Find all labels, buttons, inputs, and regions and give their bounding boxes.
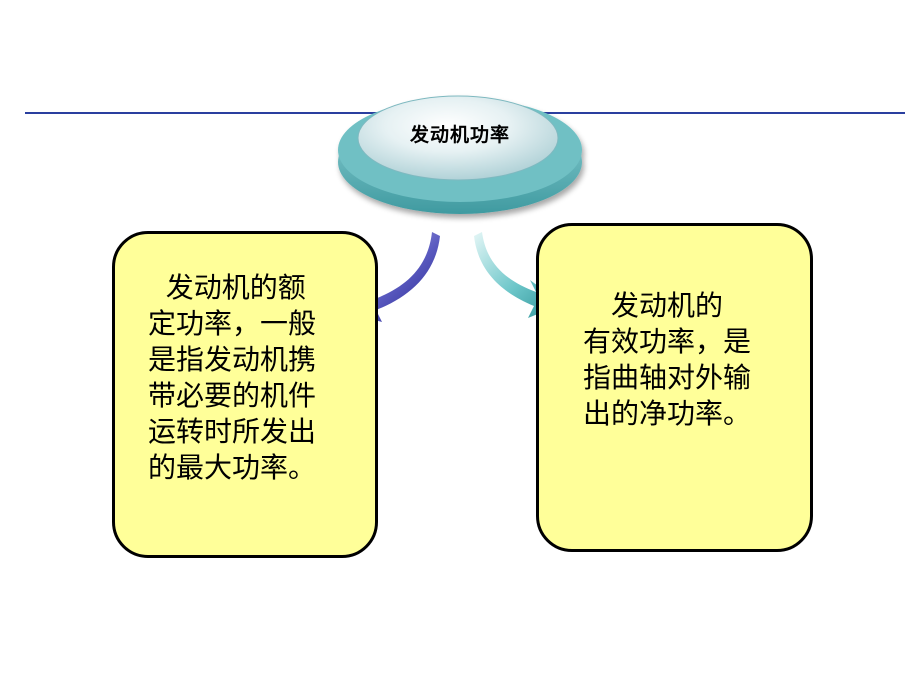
hub-node — [338, 95, 582, 214]
right-definition-box: 发动机的 有效功率，是 指曲轴对外输 出的净功率。 — [536, 223, 813, 552]
left-definition-text: 发动机的额 定功率，一般 是指发动机携 带必要的机件 运转时所发出 的最大功率。 — [148, 271, 317, 484]
right-definition-text: 发动机的 有效功率，是 指曲轴对外输 出的净功率。 — [583, 289, 752, 430]
left-definition-box: 发动机的额 定功率，一般 是指发动机携 带必要的机件 运转时所发出 的最大功率。 — [112, 231, 378, 558]
hub-title: 发动机功率 — [409, 124, 510, 146]
